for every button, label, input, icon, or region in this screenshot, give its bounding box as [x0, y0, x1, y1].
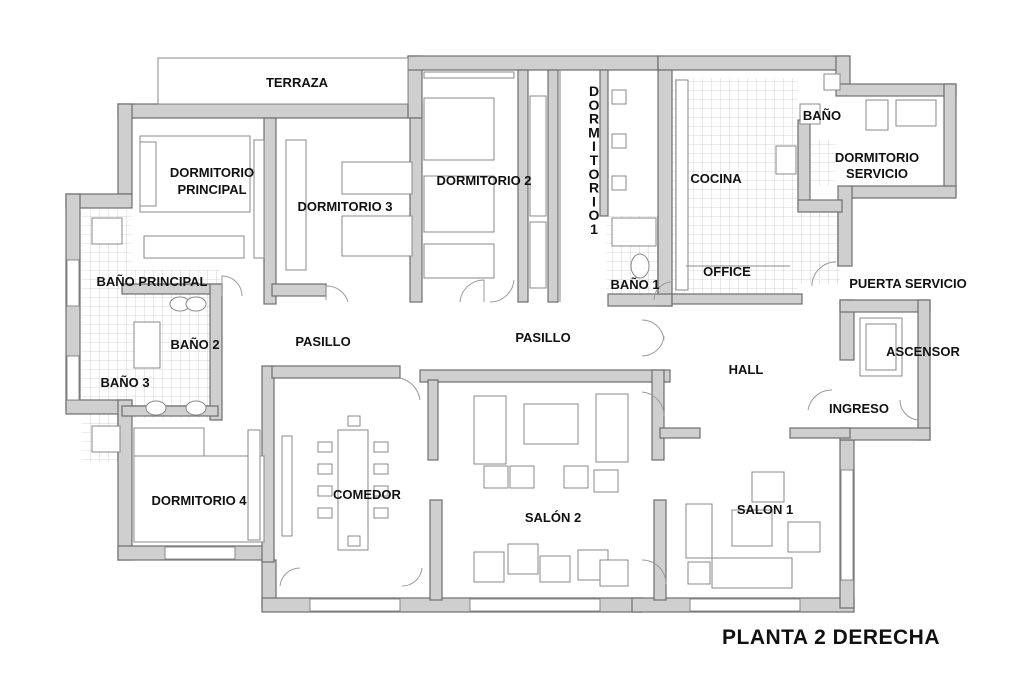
label-dormitorio-1-letter: R: [589, 111, 599, 127]
label-salon-2: SALÓN 2: [525, 510, 581, 525]
label-dormitorio-1-letter: M: [588, 124, 600, 140]
label-bano-1: BAÑO 1: [610, 277, 659, 292]
label-hall: HALL: [729, 362, 764, 377]
label-dormitorio-principal-line2: PRINCIPAL: [177, 182, 246, 197]
label-comedor: COMEDOR: [333, 487, 402, 502]
label-dormitorio-1-letter: D: [589, 83, 599, 99]
label-dormitorio-1-letter: O: [589, 166, 600, 182]
room-labels: TERRAZA DORMITORIO PRINCIPAL DORMITORIO …: [97, 75, 967, 525]
label-puerta-servicio: PUERTA SERVICIO: [849, 276, 967, 291]
label-office: OFFICE: [703, 264, 751, 279]
label-dormitorio-1-letter: R: [589, 180, 599, 196]
label-salon-1: SALON 1: [737, 502, 793, 517]
label-bano: BAÑO: [803, 108, 841, 123]
windows: [66, 57, 854, 612]
label-cocina: COCINA: [690, 171, 742, 186]
label-bano-2: BAÑO 2: [170, 337, 219, 352]
label-dormitorio-2: DORMITORIO 2: [436, 173, 531, 188]
label-dormitorio-servicio-line2: SERVICIO: [846, 166, 908, 181]
label-dormitorio-servicio-line1: DORMITORIO: [835, 150, 919, 165]
label-dormitorio-1-letter: O: [589, 207, 600, 223]
label-dormitorio-4: DORMITORIO 4: [151, 493, 247, 508]
label-dormitorio-1-letter: T: [590, 152, 599, 168]
label-terraza: TERRAZA: [266, 75, 329, 90]
label-pasillo-left: PASILLO: [295, 334, 350, 349]
plan-title: PLANTA 2 DERECHA: [722, 626, 941, 649]
label-dormitorio-1-letter: 1: [590, 221, 598, 237]
label-dormitorio-1-letter: I: [592, 138, 596, 154]
doors: [221, 261, 919, 587]
label-dormitorio-3: DORMITORIO 3: [297, 199, 392, 214]
label-bano-3: BAÑO 3: [100, 375, 149, 390]
label-ingreso: INGRESO: [829, 401, 889, 416]
label-pasillo-center: PASILLO: [515, 330, 570, 345]
tiled-floors: [82, 78, 840, 462]
label-bano-principal: BAÑO PRINCIPAL: [97, 274, 208, 289]
label-ascensor: ASCENSOR: [886, 344, 960, 359]
furniture: [91, 70, 937, 589]
label-dormitorio-1-letter: O: [589, 97, 600, 113]
label-dormitorio-1-letter: I: [592, 193, 596, 209]
label-dormitorio-principal-line1: DORMITORIO: [170, 165, 254, 180]
